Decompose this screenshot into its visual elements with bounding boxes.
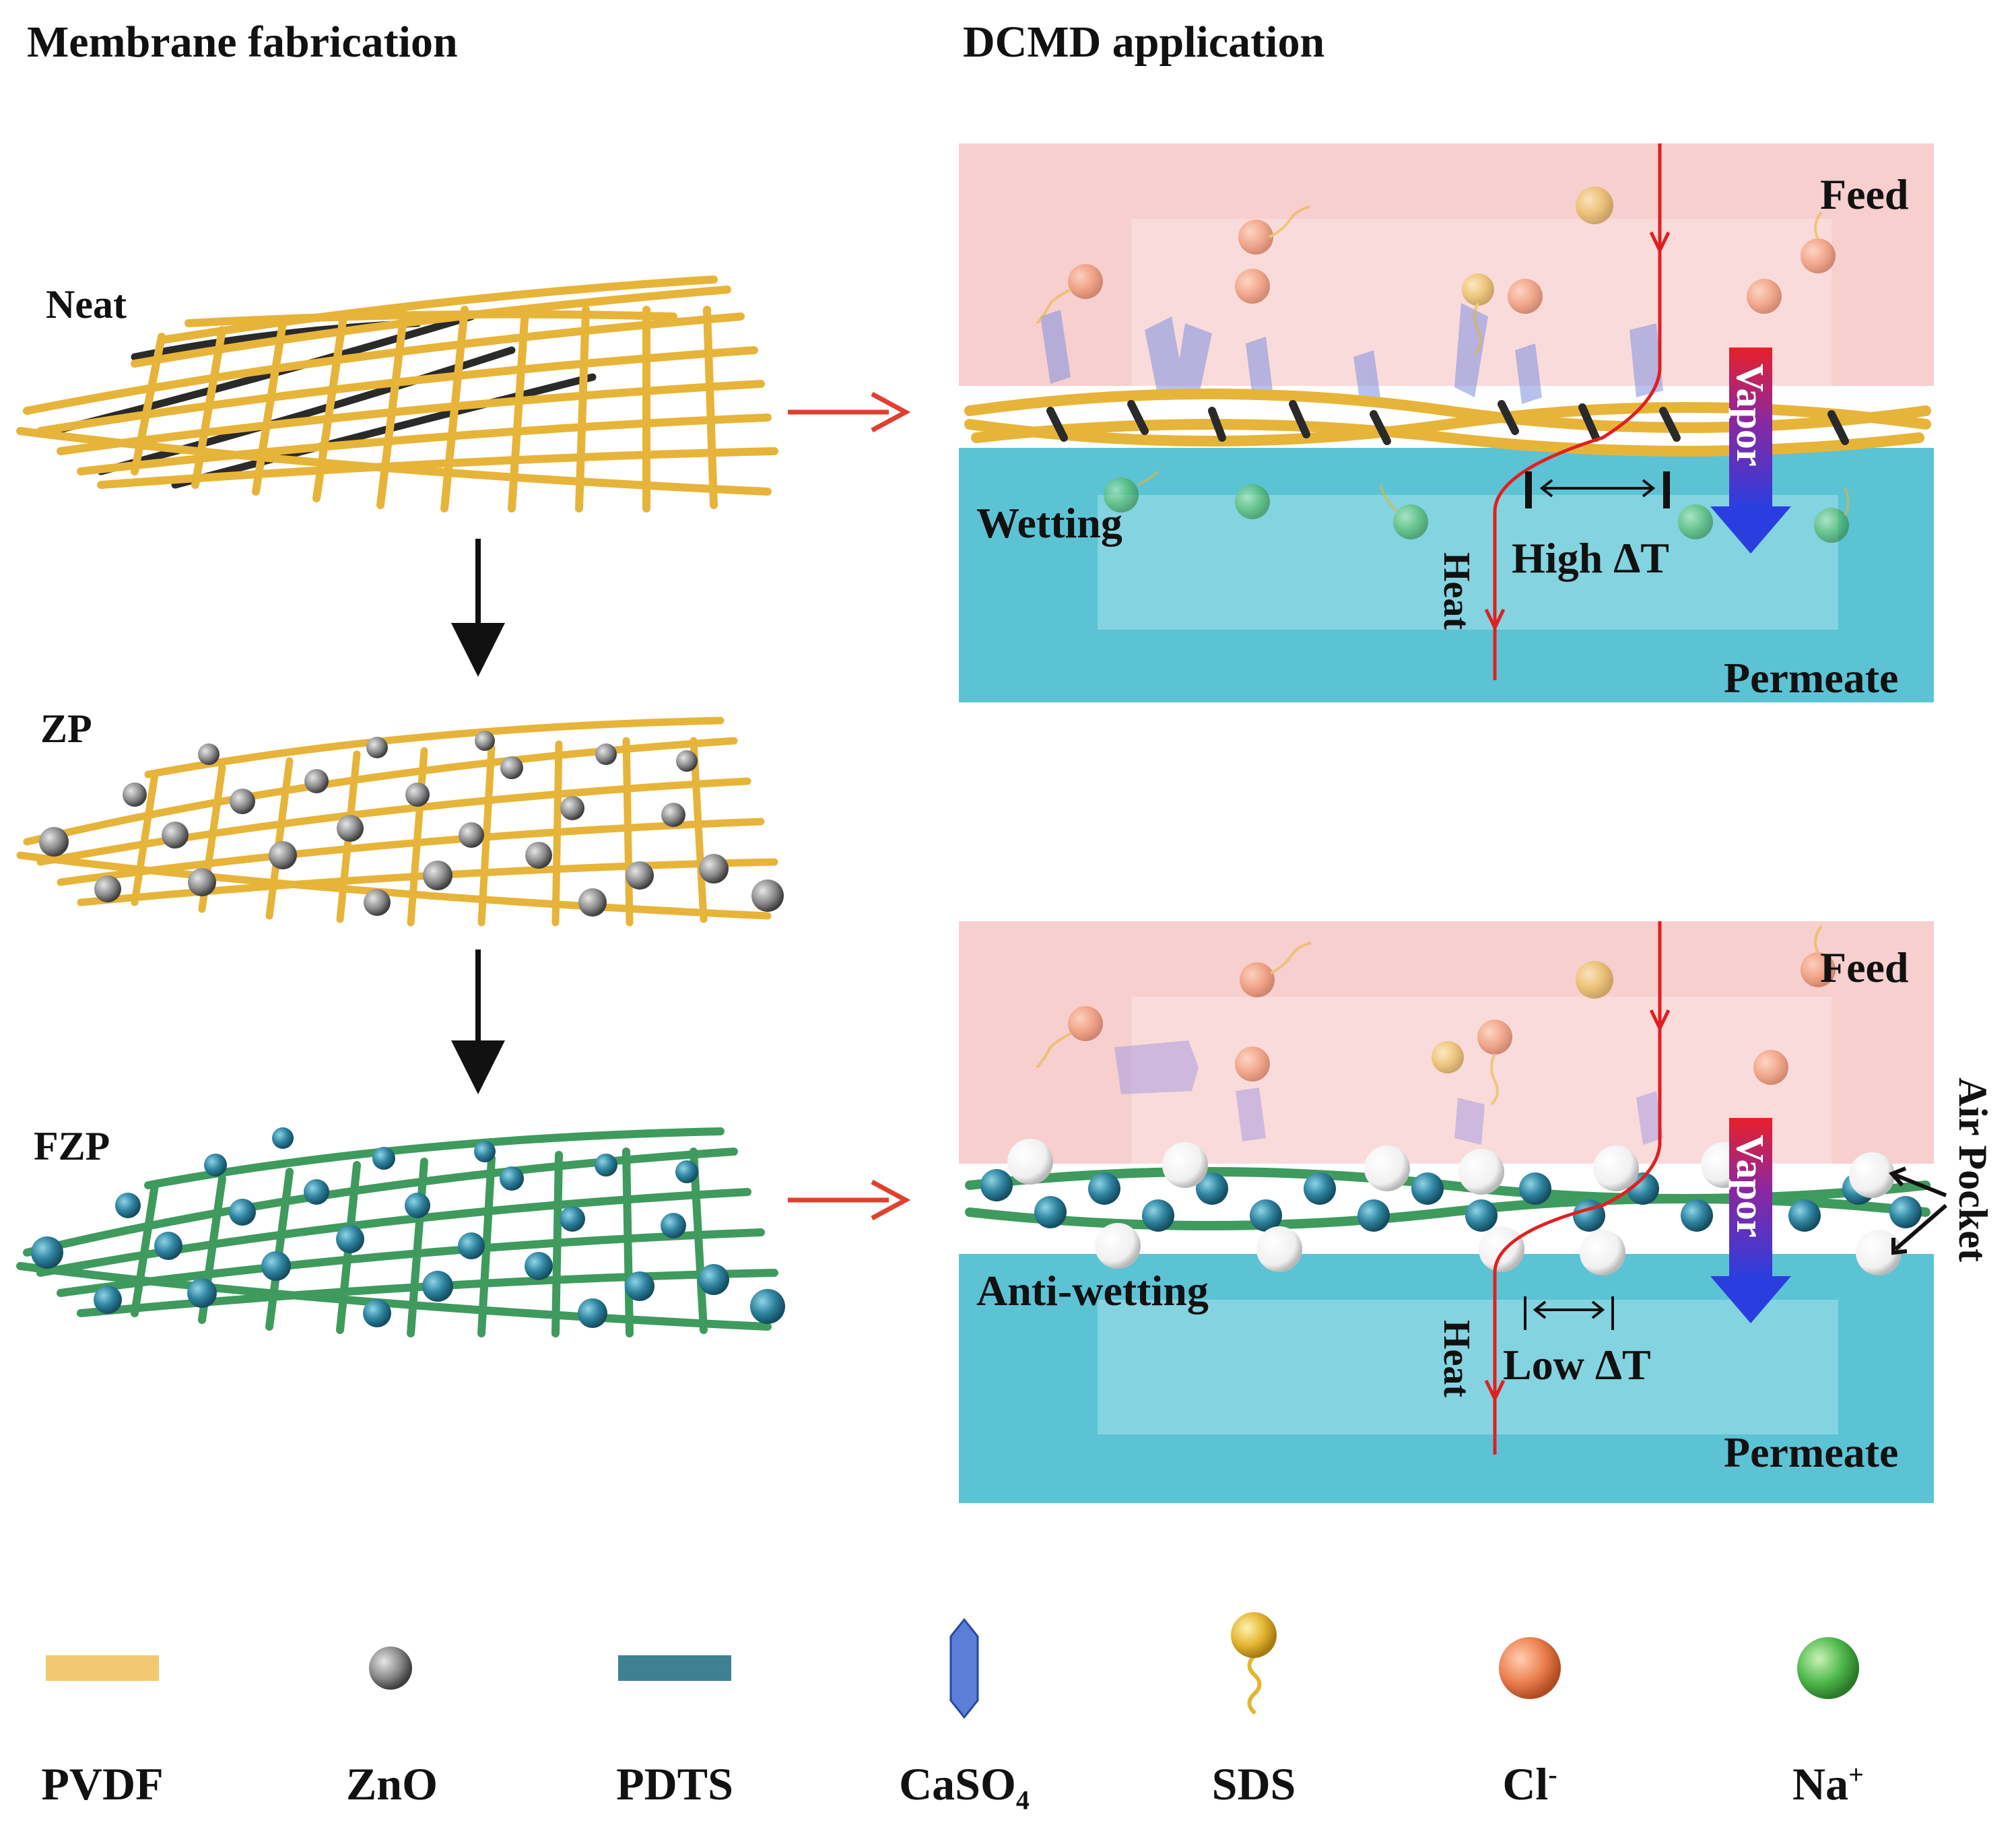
delta-t-bracket: [1525, 471, 1670, 508]
delta-t-label-top: High ΔT: [1512, 534, 1669, 582]
pdts-fiber-icon: [618, 1655, 731, 1681]
heat-flux-line: [1493, 921, 1662, 1455]
vapor-arrow: [1710, 347, 1791, 554]
heat-label-bottom: Heat: [1436, 1320, 1477, 1397]
legend-label-caso4: CaSO4: [899, 1758, 1030, 1816]
section-title-fabrication: Membrane fabrication: [27, 18, 458, 67]
legend-label-cl: Cl-: [1502, 1758, 1557, 1810]
section-title-dcmd: DCMD application: [963, 18, 1325, 67]
permeate-label-bottom: Permeate: [1724, 1428, 1899, 1476]
legend-icons: [46, 1612, 1859, 1719]
vapor-label-bottom: Vapor: [1728, 1135, 1772, 1238]
feed-label-bottom: Feed: [1820, 943, 1909, 991]
legend-label-na: Na+: [1792, 1758, 1864, 1810]
dcmd-panel-fzp: [959, 921, 1947, 1503]
permeate-label-top: Permeate: [1724, 654, 1899, 702]
stage-label-neat: Neat: [46, 282, 127, 327]
pvdf-fiber-icon: [46, 1655, 159, 1681]
dcmd-panel-neat: [959, 143, 1934, 702]
stage-label-fzp: FZP: [34, 1124, 110, 1168]
air-pocket-label: Air Pocket: [1951, 1077, 1995, 1262]
legend-label-pdts: PDTS: [616, 1758, 733, 1810]
arrow-fzp-to-dcmd: [788, 1179, 911, 1221]
delta-t-bracket: [1524, 1296, 1614, 1330]
anti-wetting-label: Anti-wetting: [976, 1267, 1209, 1315]
neat-membrane: [16, 275, 778, 512]
feed-label-top: Feed: [1820, 170, 1909, 218]
legend-label-pvdf: PVDF: [41, 1758, 164, 1810]
wetting-label: Wetting: [976, 499, 1122, 547]
arrow-neat-to-dcmd: [788, 391, 911, 433]
stage-label-zp: ZP: [40, 706, 92, 751]
zno-sphere-icon: [369, 1647, 412, 1690]
na-ion-icon: [1797, 1637, 1859, 1699]
vapor-label-top: Vapor: [1728, 364, 1772, 467]
heat-label-top: Heat: [1436, 552, 1477, 630]
fzp-membrane: [16, 1127, 785, 1337]
zp-membrane: [16, 717, 784, 927]
vapor-arrow: [1710, 1118, 1791, 1323]
legend-label-zno: ZnO: [345, 1758, 438, 1810]
cl-ion-icon: [1499, 1637, 1561, 1699]
air-pocket-pointers: [1888, 1166, 1947, 1255]
delta-t-label-bottom: Low ΔT: [1503, 1341, 1651, 1389]
caso4-crystal-icon: [949, 1618, 979, 1719]
heat-flux-line: [1493, 143, 1662, 680]
sds-molecule-icon: [1231, 1612, 1277, 1715]
legend-label-sds: SDS: [1211, 1758, 1296, 1810]
